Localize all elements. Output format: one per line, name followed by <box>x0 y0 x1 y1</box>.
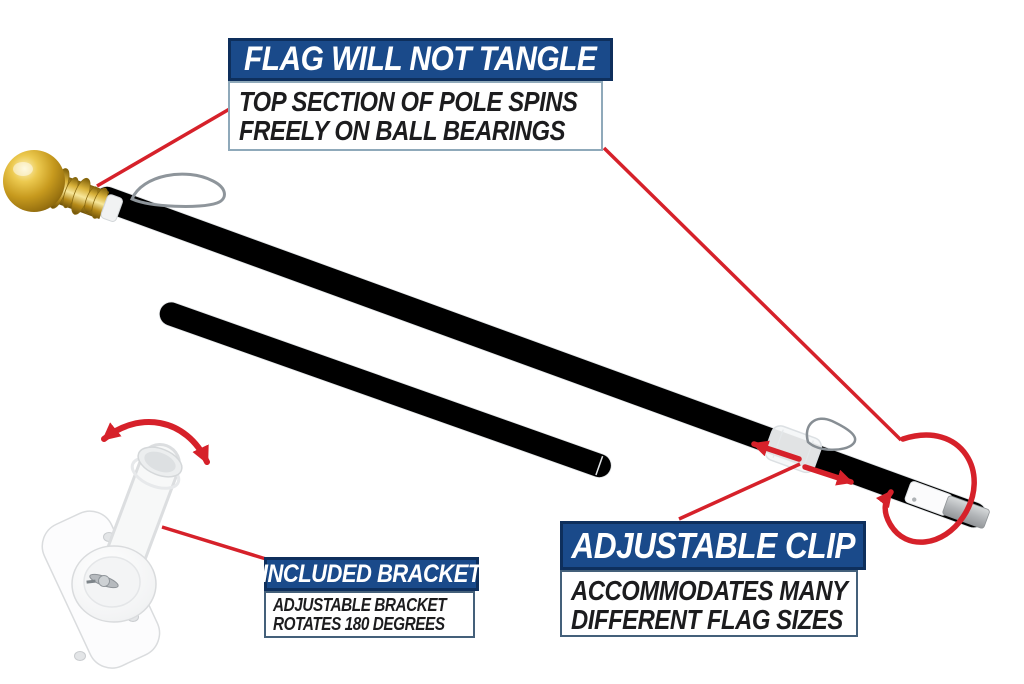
slide-arrow-left-icon <box>751 440 802 462</box>
callout-included-bracket: INCLUDED BRACKET ADJUSTABLE BRACKET ROTA… <box>262 557 481 638</box>
bracket-wing-nut <box>86 573 119 589</box>
callout-tangle-title: FLAG WILL NOT TANGLE <box>244 40 597 78</box>
callout-bracket-description: ADJUSTABLE BRACKET ROTATES 180 DEGREES <box>264 591 475 638</box>
bearing-bushing <box>100 194 123 222</box>
callout-bracket-line2: ROTATES 180 DEGREES <box>273 614 445 634</box>
callout-clip-title-banner: ADJUSTABLE CLIP <box>560 521 866 570</box>
callout-clip-line2: DIFFERENT FLAG SIZES <box>571 604 843 635</box>
flag-snap-clip-top <box>130 172 226 208</box>
callout-clip-line1: ACCOMMODATES MANY <box>571 575 848 606</box>
leader-line-tangle-left <box>96 105 234 188</box>
flagpole-bottom-section <box>158 301 612 478</box>
bracket-screw-hole <box>74 651 86 661</box>
callout-tangle-line1: TOP SECTION OF POLE SPINS <box>239 86 578 117</box>
wall-mount-bracket <box>41 443 183 669</box>
callout-tangle-line2: FREELY ON BALL BEARINGS <box>239 115 566 146</box>
callout-adjustable-clip: ADJUSTABLE CLIP ACCOMMODATES MANY DIFFER… <box>560 521 866 637</box>
callout-tangle-title-banner: FLAG WILL NOT TANGLE <box>228 38 613 81</box>
callout-bracket-title: INCLUDED BRACKET <box>262 559 481 588</box>
bracket-rotation-arrow-icon <box>101 419 210 465</box>
callout-flag-will-not-tangle: FLAG WILL NOT TANGLE TOP SECTION OF POLE… <box>228 38 613 151</box>
callout-tangle-description: TOP SECTION OF POLE SPINS FREELY ON BALL… <box>228 81 603 151</box>
leader-line-tangle-right <box>602 146 903 442</box>
callout-bracket-title-banner: INCLUDED BRACKET <box>262 557 481 591</box>
callout-bracket-line1: ADJUSTABLE BRACKET <box>273 595 447 615</box>
gold-ball-finial <box>3 150 123 222</box>
flag-snap-clip-middle <box>805 417 857 451</box>
callout-clip-description: ACCOMMODATES MANY DIFFERENT FLAG SIZES <box>560 570 858 637</box>
slide-arrow-right-icon <box>802 464 854 486</box>
leader-line-bracket <box>161 525 267 561</box>
bracket-tube <box>103 443 183 581</box>
pole-end-screw <box>912 497 917 502</box>
callout-clip-title: ADJUSTABLE CLIP <box>571 524 855 566</box>
leader-line-clip <box>678 462 801 521</box>
pole-rotation-arrow-icon <box>875 432 977 545</box>
